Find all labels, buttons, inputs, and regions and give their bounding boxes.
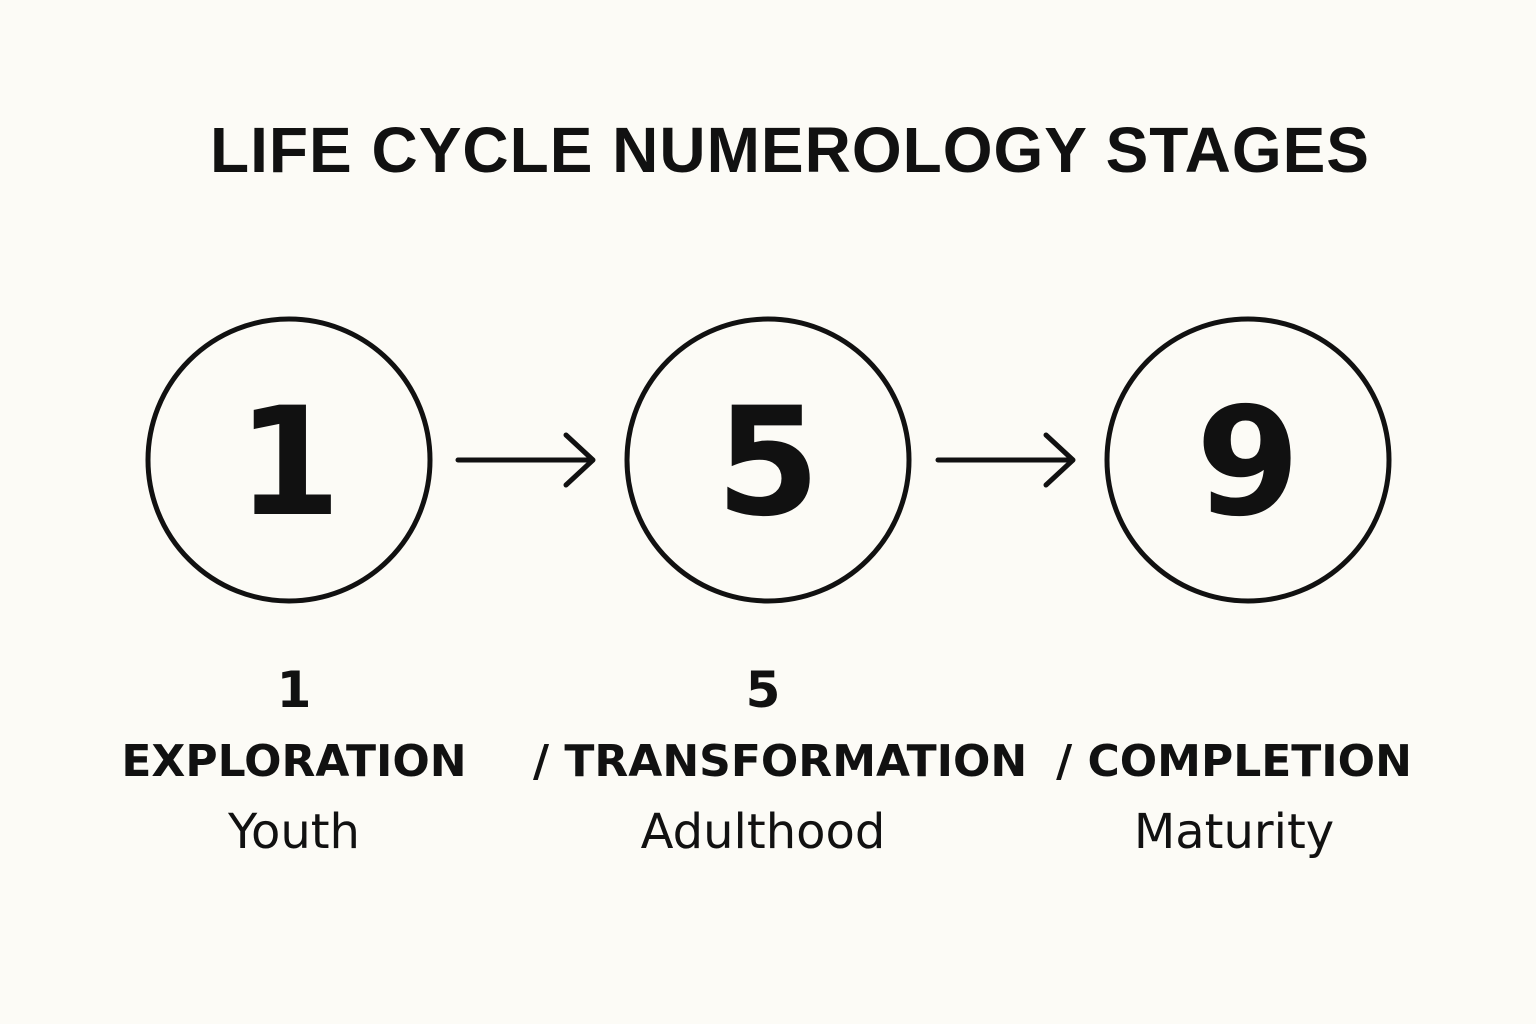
stage-name-2: / TRANSFORMATION	[533, 736, 1028, 787]
stage-label-2: 5 / TRANSFORMATION Adulthood	[533, 660, 1028, 864]
stage-number-label-3	[1004, 660, 1464, 720]
stage-period-1: Youth	[228, 804, 360, 860]
stage-circle-3: 9	[1104, 316, 1392, 604]
stage-circle-1: 1	[145, 316, 433, 604]
stage-circle-number-3: 9	[1196, 376, 1300, 550]
stage-name-1: EXPLORATION	[121, 736, 467, 787]
stage-circle-2: 5	[624, 316, 912, 604]
stage-number-label-1: 1	[276, 661, 312, 719]
stage-circle-number-1: 1	[237, 376, 341, 550]
stage-label-3: / COMPLETION Maturity	[1004, 660, 1464, 864]
arrow-right-icon	[935, 432, 1076, 488]
stage-circle-number-2: 5	[716, 376, 820, 550]
diagram-title: LIFE CYCLE NUMEROLOGY STAGES	[210, 114, 1370, 186]
stage-number-label-2: 5	[745, 661, 781, 719]
arrow-right-icon	[455, 432, 596, 488]
stage-name-3: / COMPLETION	[1056, 736, 1412, 787]
stage-label-1: 1 EXPLORATION Youth	[64, 660, 524, 864]
stage-period-2: Adulthood	[640, 804, 886, 860]
stage-period-3: Maturity	[1133, 804, 1335, 860]
